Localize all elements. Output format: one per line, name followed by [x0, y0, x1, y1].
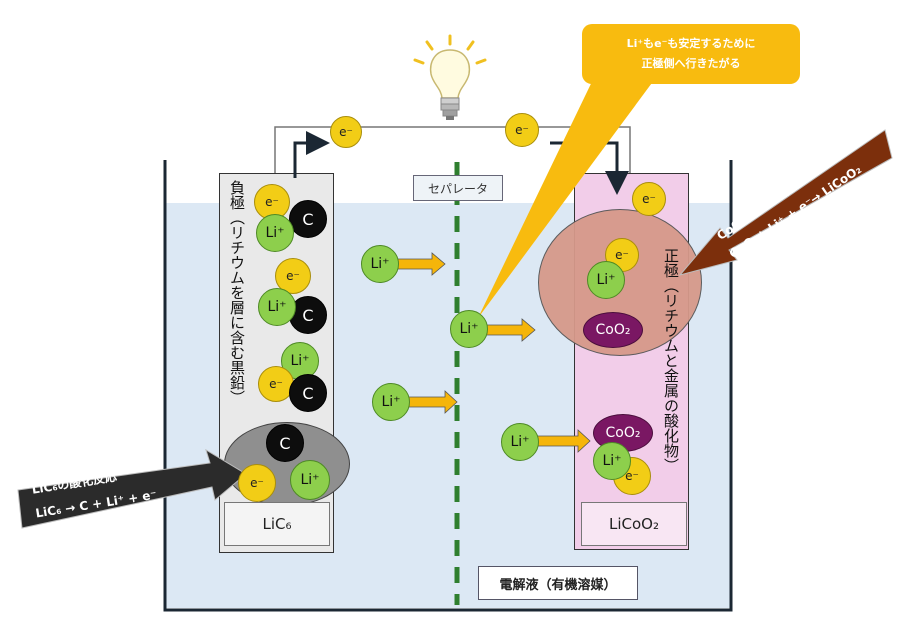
separator-label: セパレータ — [413, 175, 503, 201]
carbon-anode-3: C — [289, 374, 327, 412]
lithium-migrating-2: Li⁺ — [450, 310, 488, 348]
cathode-box-text: LiCoO₂ — [609, 515, 659, 533]
lithium-anode-2: Li⁺ — [258, 288, 296, 326]
li-arrow-1 — [393, 252, 446, 276]
carbon-anode-1: C — [289, 200, 327, 238]
lithium-migrating-3: Li⁺ — [372, 383, 410, 421]
anode-out-arrow — [293, 131, 330, 178]
anode-reaction-arrow — [17, 448, 247, 529]
anode-box-label: LiC₆ — [224, 502, 330, 546]
electron-anode-4: e⁻ — [238, 464, 276, 502]
electron-cathode-1: e⁻ — [632, 182, 666, 216]
lithium-cathode-2: Li⁺ — [593, 442, 631, 480]
lithium-anode-1: Li⁺ — [256, 214, 294, 252]
li-arrow-4 — [536, 429, 591, 453]
separator-text: セパレータ — [427, 181, 488, 196]
callout-pointer — [478, 65, 660, 318]
cathode-label: 正極（リチウムと金属の酸化物） — [662, 248, 680, 473]
electron-circuit-1: e⁻ — [330, 116, 362, 148]
anode-label: 負極（リチウムを層に含む黒鉛） — [228, 180, 246, 405]
electrolyte-label: 電解液（有機溶媒） — [478, 566, 638, 600]
cathode-reaction-arrow — [678, 129, 893, 276]
callout-line2: 正極側へ行きたがる — [641, 57, 741, 70]
cathode-box-label: LiCoO₂ — [581, 502, 687, 546]
circuit-wire — [274, 126, 631, 203]
electrolyte-text: 電解液（有機溶媒） — [499, 577, 617, 593]
lithium-cathode-1: Li⁺ — [587, 261, 625, 299]
electron-circuit-2: e⁻ — [505, 113, 539, 147]
anode-box-text: LiC₆ — [262, 515, 292, 533]
carbon-anode-4: C — [266, 424, 304, 462]
lithium-anode-4: Li⁺ — [290, 460, 330, 500]
li-arrow-2 — [485, 318, 536, 342]
lithium-anode-3: Li⁺ — [281, 342, 319, 380]
lithium-migrating-4: Li⁺ — [501, 423, 539, 461]
li-arrow-3 — [405, 390, 458, 414]
callout-bubble: Li⁺もe⁻も安定するために 正極側へ行きたがる — [582, 24, 800, 84]
callout-line1: Li⁺もe⁻も安定するために — [626, 37, 756, 50]
cobalt-oxide-1: CoO₂ — [583, 312, 643, 348]
light-bulb-icon — [413, 34, 487, 120]
lithium-migrating-1: Li⁺ — [361, 245, 399, 283]
